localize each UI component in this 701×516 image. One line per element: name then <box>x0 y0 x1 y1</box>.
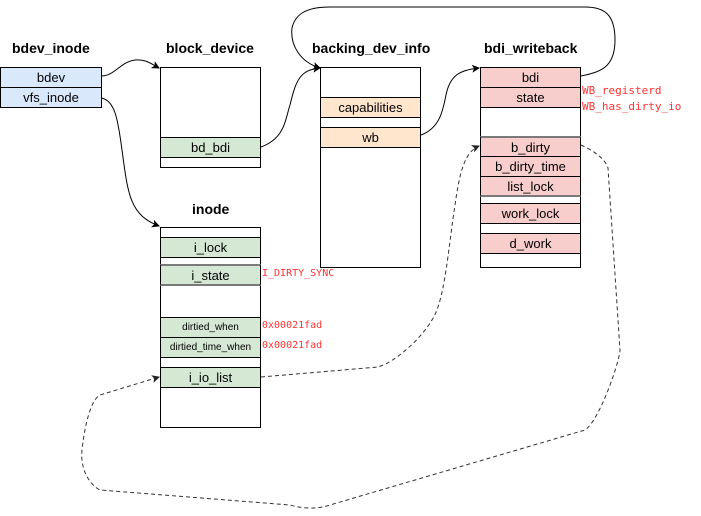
field-dirtied-when[interactable]: dirtied_when <box>160 317 261 338</box>
link-vfs-inode-to-inode <box>100 97 160 228</box>
field-i-state[interactable]: i_state <box>160 264 261 286</box>
field-state[interactable]: state <box>480 87 581 108</box>
field-wb[interactable]: wb <box>320 127 421 148</box>
field-dirtied-time-when[interactable]: dirtied_time_when <box>160 337 261 358</box>
annotation-i-dirty-sync: I_DIRTY_SYNC <box>262 268 335 279</box>
annotation-dirtied-when: 0x00021fad <box>262 320 323 331</box>
field-bdev[interactable]: bdev <box>0 67 102 88</box>
field-i-lock[interactable]: i_lock <box>160 237 261 258</box>
field-work-lock[interactable]: work_lock <box>480 203 581 224</box>
backing-dev-info-title: backing_dev_info <box>312 40 431 56</box>
field-bdi[interactable]: bdi <box>480 67 581 88</box>
field-d-work[interactable]: d_work <box>480 233 581 254</box>
field-list-lock[interactable]: list_lock <box>480 176 581 197</box>
annotation-wb-has-dirty-io: WB_has_dirty_io <box>582 100 682 113</box>
link-bdev-to-block-device <box>100 59 160 77</box>
field-b-dirty-time[interactable]: b_dirty_time <box>480 156 581 177</box>
field-b-dirty[interactable]: b_dirty <box>480 136 581 157</box>
field-vfs-inode[interactable]: vfs_inode <box>0 87 102 108</box>
annotation-wb-registerd: WB_registerd <box>582 84 662 97</box>
link-bd-bdi-to-bdi <box>260 64 321 148</box>
annotation-dirtied-time-when: 0x00021fad <box>262 340 323 351</box>
bdev-inode-struct[interactable]: bdev vfs_inode <box>0 67 102 108</box>
bdi-writeback-struct[interactable]: bdi state b_dirty b_dirty_time list_lock… <box>480 67 581 268</box>
block-device-struct[interactable]: bd_bdi <box>160 67 261 168</box>
field-bd-bdi[interactable]: bd_bdi <box>160 137 261 158</box>
link-wb-to-bdi-writeback <box>420 64 480 136</box>
backing-dev-info-struct[interactable]: capabilities wb <box>320 67 421 268</box>
bdi-writeback-title: bdi_writeback <box>484 40 578 56</box>
bdev-inode-title: bdev_inode <box>12 40 90 56</box>
inode-struct[interactable]: i_lock i_state dirtied_when dirtied_time… <box>160 227 261 428</box>
field-capabilities[interactable]: capabilities <box>320 97 421 118</box>
inode-title: inode <box>192 201 230 217</box>
field-i-io-list[interactable]: i_io_list <box>160 367 261 388</box>
block-device-title: block_device <box>166 40 254 56</box>
